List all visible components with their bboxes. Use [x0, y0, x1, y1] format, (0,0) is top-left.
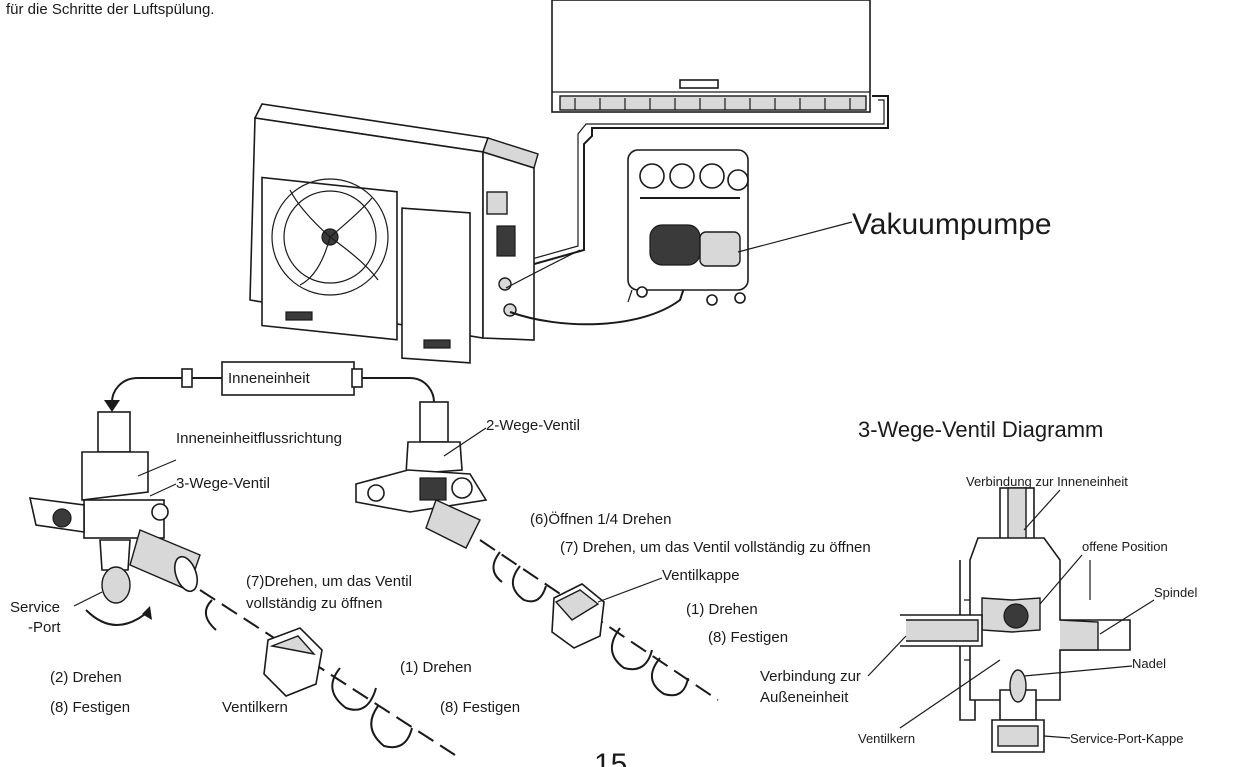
ventilkappe-label: Ventilkappe: [662, 567, 740, 584]
step2-drehen-label: (2) Drehen: [50, 669, 122, 686]
flussrichtung-label: Inneneinheitflussrichtung: [176, 430, 342, 447]
flow-line: [111, 377, 435, 403]
step6-label: (6)Öffnen 1/4 Drehen: [530, 510, 671, 528]
inneneinheit-box-label: Inneneinheit: [228, 370, 311, 387]
step7-right-label: (7) Drehen, um das Ventil vollständig zu…: [560, 539, 871, 556]
diagram-spindel-label: Spindel: [1154, 585, 1197, 600]
step7-left-label-2: vollständig zu öffnen: [246, 595, 383, 612]
vakuumpumpe-label: Vakuumpumpe: [852, 208, 1052, 241]
three-way-valve-label: 3-Wege-Ventil: [176, 475, 270, 492]
hose-to-pump: [509, 269, 691, 326]
left-valve-cap: [263, 627, 323, 697]
ventilkern-left-label: Ventilkern: [222, 699, 288, 716]
step8-festigen-mid-label: (8) Festigen: [440, 699, 520, 716]
two-way-valve-illustration: [355, 401, 488, 549]
three-way-diagram-title: 3-Wege-Ventil Diagramm: [858, 417, 1103, 442]
service-port-label-1: Service: [10, 599, 60, 616]
diagram-ventilkern-label: Ventilkern: [858, 731, 915, 746]
step8-festigen-left-label: (8) Festigen: [50, 699, 130, 716]
step8-festigen-right-label: (8) Festigen: [708, 629, 788, 646]
diagram-verbindung-aussen-label-2: Außeneinheit: [760, 689, 849, 706]
outdoor-unit-illustration: [249, 103, 539, 364]
right-valve-cap: [551, 583, 605, 649]
three-way-valve-illustration: [28, 411, 201, 626]
diagram-verbindung-aussen-label-1: Verbindung zur: [760, 668, 861, 685]
vacuum-pump-illustration: [627, 149, 749, 306]
diagram-service-port-kappe-label: Service-Port-Kappe: [1070, 731, 1183, 746]
step7-left-label-1: (7)Drehen, um das Ventil: [246, 573, 412, 590]
vakuumpumpe-leader: [737, 221, 853, 253]
diagram-nadel-label: Nadel: [1132, 656, 1166, 671]
step1-drehen-mid-label: (1) Drehen: [400, 659, 472, 676]
step1-drehen-right-label: (1) Drehen: [686, 601, 758, 618]
indoor-unit-illustration: [513, 0, 889, 269]
two-way-valve-label: 2-Wege-Ventil: [486, 417, 580, 434]
three-way-valve-diagram: [900, 487, 1131, 753]
diagram-verbindung-innen-label: Verbindung zur Inneneinheit: [966, 474, 1128, 489]
service-port-label-2: -Port: [28, 619, 61, 636]
diagram-offene-position-label: offene Position: [1082, 539, 1168, 554]
page-number: 15: [594, 748, 627, 767]
header-text: für die Schritte der Luftspülung.: [6, 1, 214, 18]
